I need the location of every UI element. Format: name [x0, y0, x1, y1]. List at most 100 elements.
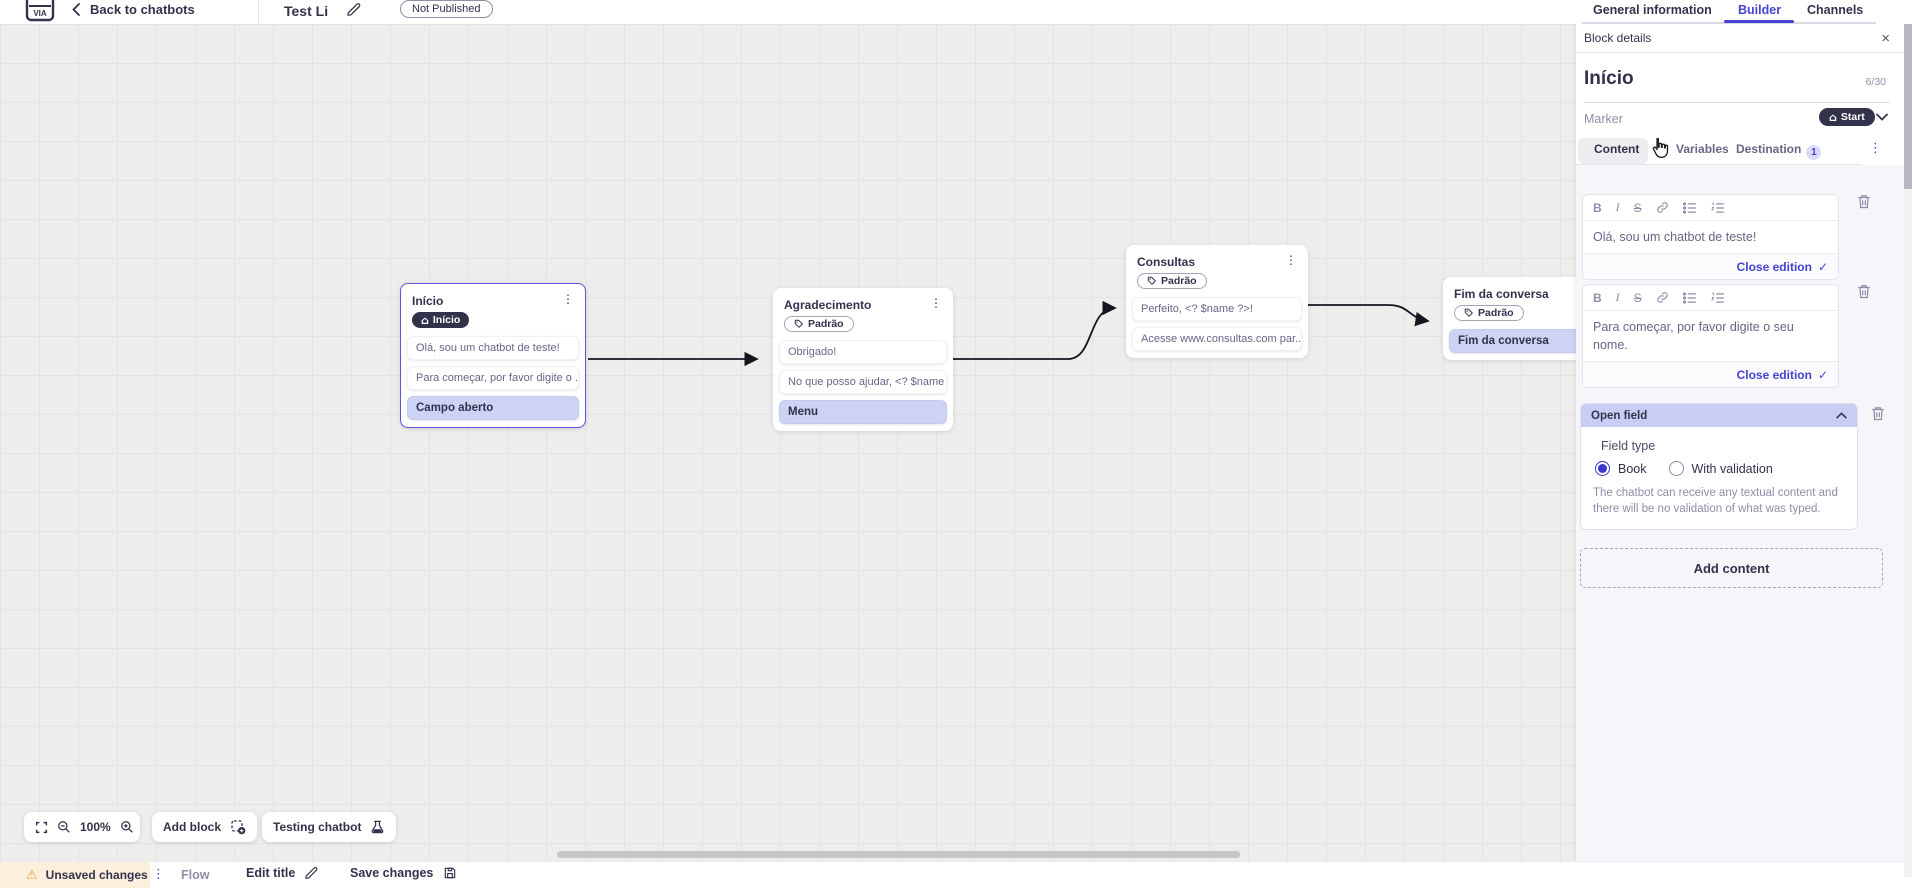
- link-icon[interactable]: [1656, 291, 1669, 304]
- fullscreen-button[interactable]: [35, 821, 48, 834]
- panel-title: Block details: [1584, 31, 1652, 45]
- text-editor-1: B I S Olá, sou um chatbot de teste! Clos…: [1582, 194, 1839, 281]
- edit-title-pencil-icon[interactable]: [346, 2, 361, 17]
- default-marker-pill: Padrão: [784, 316, 854, 332]
- check-icon: ✓: [1817, 259, 1828, 274]
- active-tab-background: [1578, 138, 1648, 164]
- bold-icon[interactable]: B: [1593, 290, 1602, 305]
- tab-builder[interactable]: Builder: [1738, 3, 1782, 17]
- open-field-body: Field type Book With validation The chat…: [1581, 427, 1857, 529]
- text-editor-2: B I S Para começar, por favor digite o s…: [1582, 284, 1839, 389]
- marker-label: Início: [432, 314, 461, 326]
- zoom-controls: 100%: [24, 812, 140, 842]
- block-title: Consultas: [1137, 255, 1196, 269]
- block-card-menu[interactable]: Menu: [779, 400, 947, 424]
- testing-chatbot-button[interactable]: Testing chatbot: [262, 812, 397, 842]
- block-menu-icon[interactable]: ⋮: [930, 296, 942, 310]
- add-block-button[interactable]: Add block: [152, 812, 258, 842]
- marker-label: Padrão: [808, 318, 844, 330]
- tab-variables[interactable]: Variables: [1676, 142, 1729, 156]
- editor-text[interactable]: Para começar, por favor digite o seu nom…: [1593, 320, 1794, 353]
- tab-general-information[interactable]: General information: [1593, 3, 1712, 17]
- save-icon: [445, 867, 456, 879]
- block-card-open-field[interactable]: Campo aberto: [407, 396, 579, 420]
- bold-icon[interactable]: B: [1593, 200, 1602, 215]
- radio-selected-icon[interactable]: [1595, 461, 1610, 476]
- add-block-label: Add block: [163, 820, 222, 834]
- save-changes-button[interactable]: Save changes: [350, 866, 457, 880]
- radio-option-with-validation[interactable]: With validation: [1668, 461, 1773, 476]
- zoom-in-button[interactable]: [120, 820, 134, 834]
- strikethrough-icon[interactable]: S: [1633, 200, 1642, 215]
- close-edition-link[interactable]: Close edition: [1736, 259, 1812, 274]
- connection-agradecimento-consultas: [953, 300, 1117, 360]
- panel-content-area: B I S Olá, sou um chatbot de teste! Clos…: [1576, 165, 1904, 877]
- bullet-list-icon[interactable]: [1682, 201, 1697, 214]
- tab-content[interactable]: Content: [1594, 142, 1640, 156]
- default-marker-pill: Padrão: [1454, 305, 1524, 321]
- link-icon[interactable]: [1656, 201, 1669, 214]
- zoom-level: 100%: [80, 820, 111, 834]
- close-icon[interactable]: ×: [1881, 29, 1890, 47]
- name-char-counter: 6/30: [1865, 76, 1886, 88]
- italic-icon[interactable]: I: [1615, 290, 1620, 304]
- edit-title-button[interactable]: Edit title: [246, 866, 318, 880]
- check-icon: ✓: [1817, 367, 1828, 382]
- mouse-cursor: [1652, 137, 1669, 159]
- editor-text[interactable]: Olá, sou um chatbot de teste!: [1593, 230, 1757, 244]
- flow-block-agradecimento[interactable]: Agradecimento ⋮ Padrão Obrigado! No que …: [773, 288, 953, 431]
- vertical-scrollbar-track[interactable]: [1904, 24, 1912, 877]
- delete-content-icon[interactable]: [1856, 193, 1872, 210]
- block-card-message[interactable]: Obrigado!: [779, 340, 947, 364]
- zoom-out-button[interactable]: [57, 820, 71, 834]
- flow-block-inicio[interactable]: Início ⋮ ⌂Início Olá, sou um chatbot de …: [400, 283, 586, 428]
- block-menu-icon[interactable]: ⋮: [1285, 253, 1297, 267]
- bullet-list-icon[interactable]: [1682, 291, 1697, 304]
- pencil-icon: [305, 867, 318, 879]
- marker-label: Padrão: [1478, 307, 1514, 319]
- open-field-header[interactable]: Open field: [1581, 404, 1857, 427]
- warning-icon: ⚠: [26, 867, 38, 883]
- back-to-chatbots-button[interactable]: Back to chatbots: [72, 2, 195, 17]
- delete-content-icon[interactable]: [1856, 283, 1872, 300]
- block-card-message[interactable]: Acesse www.consultas.com par...: [1132, 327, 1302, 351]
- radio-unselected-icon[interactable]: [1668, 461, 1684, 476]
- editor-toolbar: B I S: [1583, 195, 1838, 221]
- numbered-list-icon[interactable]: [1710, 292, 1725, 304]
- block-menu-icon[interactable]: ⋮: [562, 292, 574, 306]
- field-type-label: Field type: [1601, 439, 1656, 453]
- radio-option-book[interactable]: Book: [1595, 461, 1647, 476]
- block-card-message[interactable]: Para começar, por favor digite o ...: [407, 366, 579, 390]
- flow-block-consultas[interactable]: Consultas ⋮ Padrão Perfeito, <? $name ?>…: [1126, 245, 1308, 358]
- add-block-icon: [231, 820, 246, 835]
- bottombar-menu-icon[interactable]: ⋮: [152, 867, 165, 882]
- vertical-scrollbar-thumb[interactable]: [1904, 24, 1912, 189]
- radio-label: Book: [1618, 461, 1647, 476]
- block-title: Agradecimento: [784, 298, 872, 312]
- block-card-message[interactable]: No que posso ajudar, <? $name ...: [779, 370, 947, 394]
- block-card-message[interactable]: Perfeito, <? $name ?>!: [1132, 297, 1302, 321]
- block-title: Fim da conversa: [1454, 287, 1549, 301]
- flow-connections: [588, 300, 1430, 367]
- block-card-message[interactable]: Olá, sou um chatbot de teste!: [407, 336, 579, 360]
- panel-header: Block details ×: [1576, 24, 1904, 53]
- flow-button[interactable]: Flow: [181, 868, 210, 882]
- block-name-input[interactable]: Início: [1584, 68, 1634, 89]
- flow-canvas[interactable]: Início ⋮ ⌂Início Olá, sou um chatbot de …: [0, 24, 1611, 861]
- italic-icon[interactable]: I: [1615, 200, 1620, 214]
- tab-channels[interactable]: Channels: [1807, 3, 1864, 17]
- strikethrough-icon[interactable]: S: [1633, 290, 1642, 305]
- chevron-down-icon[interactable]: [1876, 113, 1888, 121]
- panel-menu-icon[interactable]: ⋮: [1869, 141, 1882, 156]
- home-icon: ⌂: [421, 313, 429, 327]
- numbered-list-icon[interactable]: [1710, 202, 1725, 214]
- delete-content-icon[interactable]: [1870, 405, 1886, 422]
- connection-consultas-fim: [1308, 304, 1430, 327]
- add-content-button[interactable]: Add content: [1580, 548, 1883, 588]
- horizontal-scrollbar[interactable]: [557, 851, 1240, 858]
- close-edition-link[interactable]: Close edition: [1736, 367, 1812, 382]
- name-input-underline: [1584, 102, 1890, 103]
- add-content-label: Add content: [1693, 560, 1770, 576]
- marker-start-pill[interactable]: ⌂Start: [1819, 108, 1875, 126]
